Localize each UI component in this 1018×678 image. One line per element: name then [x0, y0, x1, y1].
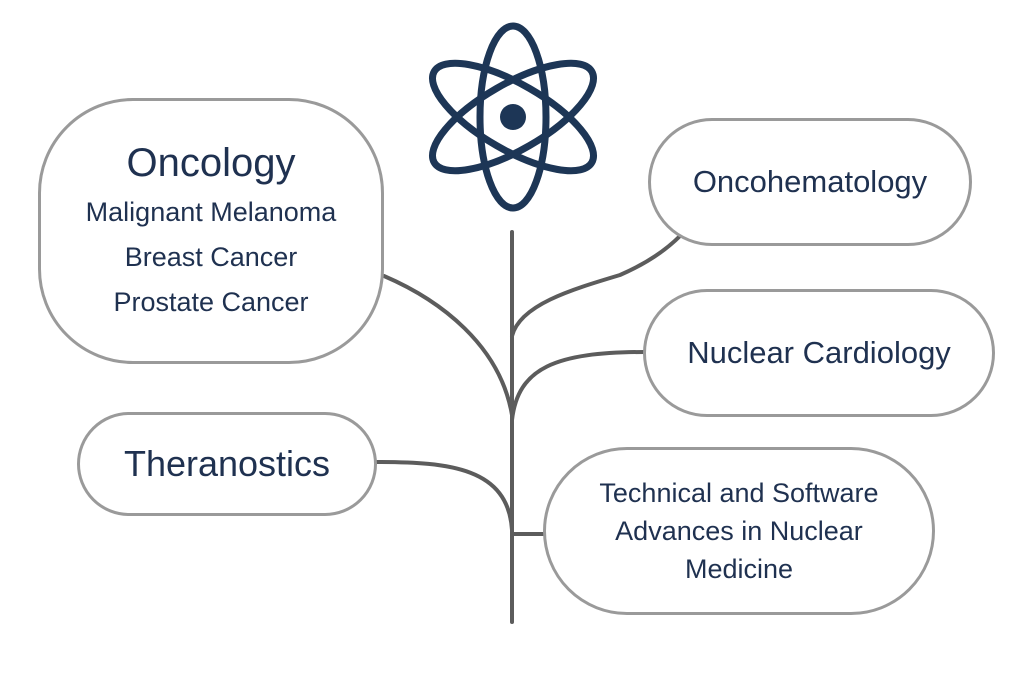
connector-oncohematology	[510, 234, 682, 338]
oncology-item-prostate-cancer: Prostate Cancer	[113, 286, 309, 317]
node-nuclear-cardiology: Nuclear Cardiology	[643, 289, 995, 417]
node-theranostics: Theranostics	[77, 412, 377, 516]
technical-line-2: Advances in Nuclear	[615, 516, 863, 546]
oncohematology-label: Oncohematology	[692, 164, 928, 199]
connector-oncology	[382, 274, 514, 417]
atom-nucleus-icon	[500, 104, 526, 130]
theranostics-label: Theranostics	[123, 443, 331, 484]
connector-cardiology	[510, 350, 647, 422]
connector-theranostics	[375, 460, 514, 532]
node-oncohematology: Oncohematology	[648, 118, 972, 246]
atom-icon	[428, 22, 598, 212]
oncology-title: Oncology	[126, 140, 296, 185]
nuclear-cardiology-label: Nuclear Cardiology	[687, 335, 951, 370]
node-technical-software-advances: Technical and Software Advances in Nucle…	[543, 447, 935, 615]
technical-line-3: Medicine	[684, 554, 794, 584]
oncology-item-melanoma: Malignant Melanoma	[85, 196, 337, 227]
technical-line-1: Technical and Software	[599, 478, 879, 508]
oncology-item-breast-cancer: Breast Cancer	[124, 241, 298, 272]
node-oncology: Oncology Malignant Melanoma Breast Cance…	[38, 98, 384, 364]
